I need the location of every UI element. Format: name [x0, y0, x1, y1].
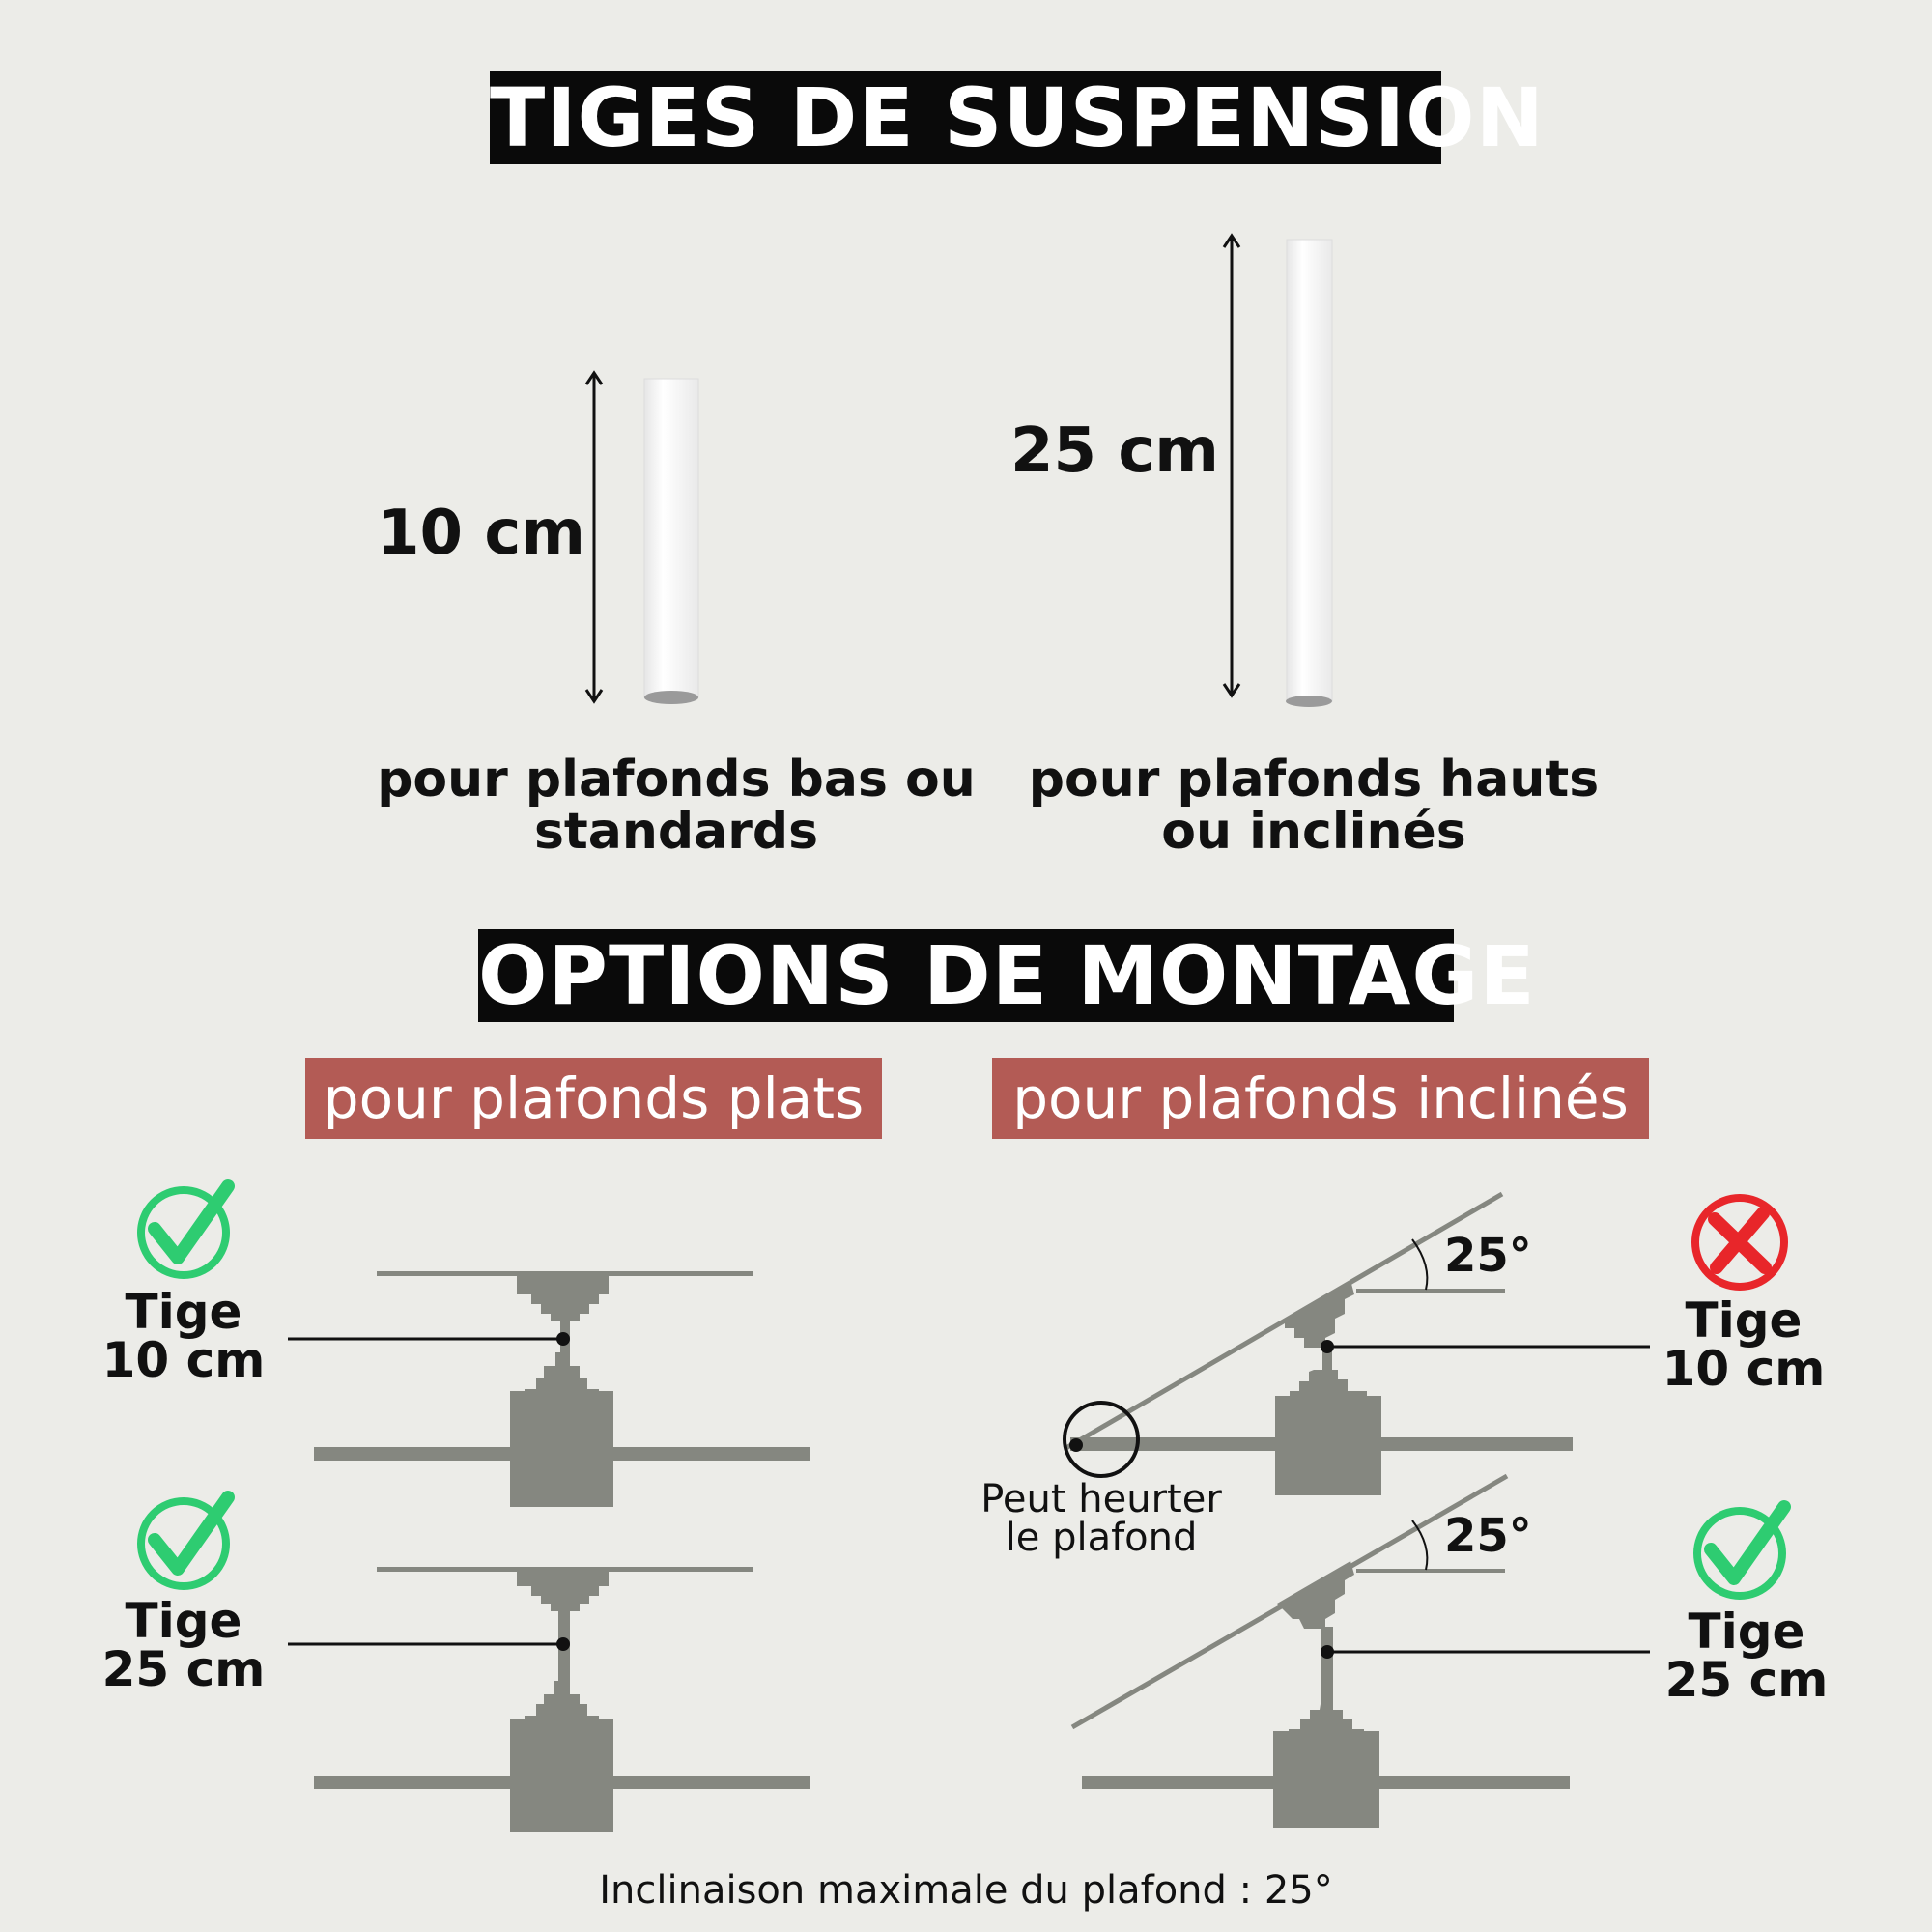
- fan-flat-25cm: [314, 1567, 810, 1832]
- check-icon: [1693, 1500, 1791, 1600]
- inclined-option-1-label: Tige 10 cm: [1647, 1296, 1840, 1393]
- flat-ceiling-line: [377, 1567, 753, 1572]
- tige-length: 10 cm: [101, 1332, 266, 1388]
- fan-blades: [1082, 1776, 1570, 1789]
- tige-word: Tige: [1685, 1293, 1803, 1349]
- section-title: OPTIONS DE MONTAGE: [478, 928, 1536, 1023]
- rod-25cm: [1286, 239, 1333, 707]
- angle-arc-2: [1411, 1520, 1429, 1571]
- collision-warning: Peut heurter le plafond: [966, 1480, 1236, 1557]
- angle-arc-1: [1411, 1238, 1429, 1291]
- inclined-option-2-label: Tige 25 cm: [1650, 1607, 1843, 1704]
- rod-10cm: [643, 378, 699, 704]
- cross-icon: [1691, 1194, 1788, 1291]
- footer-note: Inclinaison maximale du plafond : 25°: [599, 1868, 1333, 1913]
- flat-option-2-label: Tige 25 cm: [87, 1597, 280, 1693]
- fan-blades: [314, 1776, 810, 1789]
- rod-10cm-caption: pour plafonds bas ou standards: [377, 751, 976, 861]
- check-icon: [137, 1179, 235, 1279]
- fan-flat-10cm: [314, 1271, 810, 1507]
- inclined-ceiling-line: [1063, 1191, 1504, 1452]
- angle-label-1: 25°: [1444, 1229, 1532, 1283]
- angle-label-2: 25°: [1444, 1509, 1532, 1563]
- check-icon: [137, 1491, 235, 1590]
- rod-25cm-label: 25 cm: [1010, 415, 1219, 487]
- pointer-inclined-25cm: [1321, 1645, 1650, 1659]
- warning-line-1: Peut heurter: [980, 1477, 1222, 1521]
- rod-10cm-label: 10 cm: [377, 497, 585, 569]
- tige-length: 25 cm: [101, 1641, 266, 1697]
- page-title: TIGES DE SUSPENSION: [490, 71, 1545, 165]
- tige-length: 25 cm: [1664, 1652, 1829, 1708]
- fan-inclined-10cm: [1063, 1191, 1573, 1495]
- fan-blades: [314, 1447, 810, 1461]
- pointer-flat-10cm: [288, 1332, 570, 1346]
- tige-word: Tige: [125, 1284, 242, 1340]
- fan-inclined-25cm: [1070, 1473, 1570, 1828]
- flat-option-1-label: Tige 10 cm: [87, 1288, 280, 1384]
- tige-word: Tige: [125, 1593, 242, 1649]
- collision-circle: [1063, 1401, 1140, 1478]
- warning-line-2: le plafond: [1005, 1516, 1198, 1560]
- fan-blades: [1070, 1437, 1573, 1451]
- rod-25cm-caption: pour plafonds hauts ou inclinés: [1028, 751, 1600, 861]
- dimension-arrow-25cm: [1222, 233, 1241, 698]
- tige-length: 10 cm: [1662, 1341, 1826, 1397]
- inclined-ceiling-label: pour plafonds inclinés: [992, 1058, 1649, 1139]
- flat-ceiling-line: [377, 1271, 753, 1276]
- pointer-inclined-10cm: [1321, 1340, 1650, 1353]
- pointer-flat-25cm: [288, 1637, 570, 1651]
- dimension-arrow-10cm: [584, 370, 604, 704]
- flat-ceiling-label: pour plafonds plats: [305, 1058, 882, 1139]
- tige-word: Tige: [1688, 1604, 1805, 1660]
